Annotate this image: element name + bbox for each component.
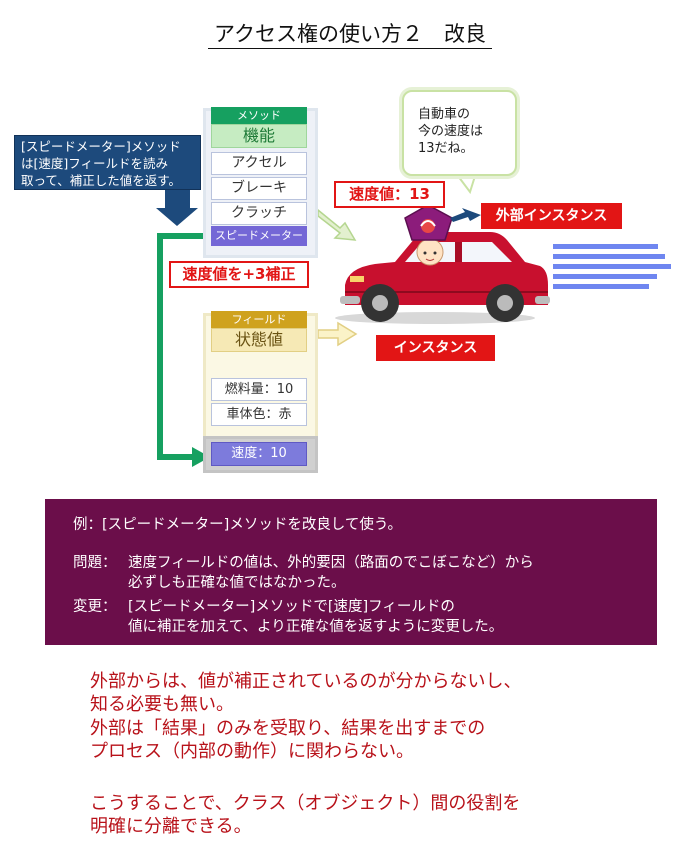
conclusion-line: 外部からは、値が補正されているのが分からないし、 — [90, 671, 522, 692]
field-to-car-arrow — [317, 321, 358, 347]
bubble-tail — [456, 175, 477, 195]
conclusion-line: 明確に分離できる。 — [90, 816, 252, 837]
speed-lines — [553, 244, 671, 289]
bubble-line: 自動車の — [418, 107, 471, 122]
external-instance-label: 外部インスタンス — [481, 203, 622, 229]
external-pointer-icon — [450, 208, 481, 222]
method-title: 機能 — [211, 124, 307, 148]
conclusion-line: プロセス（内部の動作）に関わらない。 — [90, 741, 414, 762]
conclusion-line: こうすることで、クラス（オブジェクト）間の役割を — [90, 793, 521, 814]
note-arrow-icon — [156, 190, 198, 226]
field-item-fuel: 燃料量：10 — [211, 378, 307, 401]
diagram-graphics — [156, 175, 671, 467]
read-field-arrow — [157, 233, 210, 460]
field-tag: フィールド — [211, 311, 307, 328]
change-key: 変更： — [73, 599, 117, 615]
method-item-speedometer: スピードメーター — [211, 226, 307, 246]
page-title: アクセス権の使い方２ 改良 — [0, 18, 700, 49]
correction-callout: 速度値を+3補正 — [169, 261, 309, 288]
field-title: 状態値 — [211, 328, 307, 352]
speed-value-callout: 速度値：13 — [334, 181, 445, 208]
car-icon — [335, 232, 550, 324]
speech-bubble: 自動車の 今の速度は 13だね。 — [402, 90, 517, 176]
method-item-accel: アクセル — [211, 152, 307, 175]
change-line: [スピードメーター]メソッドで[速度]フィールドの — [128, 599, 455, 615]
field-item-color: 車体色：赤 — [211, 403, 307, 426]
bubble-line: 今の速度は — [418, 124, 484, 139]
method-note-line: [スピードメーター]メソッド — [21, 139, 181, 154]
conclusion-line: 知る必要も無い。 — [90, 694, 234, 715]
field-item-speed: 速度：10 — [211, 442, 307, 466]
instance-label: インスタンス — [376, 335, 495, 361]
method-note-line: は[速度]フィールドを読み — [21, 156, 169, 171]
problem-key: 問題： — [73, 555, 117, 571]
method-item-brake: ブレーキ — [211, 177, 307, 200]
driver-character-icon — [404, 204, 453, 266]
method-item-clutch: クラッチ — [211, 202, 307, 225]
method-note: [スピードメーター]メソッド は[速度]フィールドを読み 取って、補正した値を返… — [14, 135, 201, 190]
problem-line: 必ずしも正確な値ではなかった。 — [128, 575, 346, 591]
method-tag: メソッド — [211, 107, 307, 124]
read-field-arrowhead — [192, 447, 210, 467]
example-box — [45, 499, 657, 645]
change-line: 値に補正を加えて、より正確な値を返すように変更した。 — [128, 619, 504, 635]
conclusion-line: 外部は「結果」のみを受取り、結果を出すまでの — [90, 718, 486, 739]
problem-line: 速度フィールドの値は、外的要因（路面のでこぼこなど）から — [128, 555, 534, 571]
method-to-car-arrow — [317, 208, 357, 241]
example-title: 例：[スピードメーター]メソッドを改良して使う。 — [73, 517, 403, 533]
bubble-line: 13だね。 — [418, 141, 474, 156]
method-note-line: 取って、補正した値を返す。 — [21, 173, 182, 188]
